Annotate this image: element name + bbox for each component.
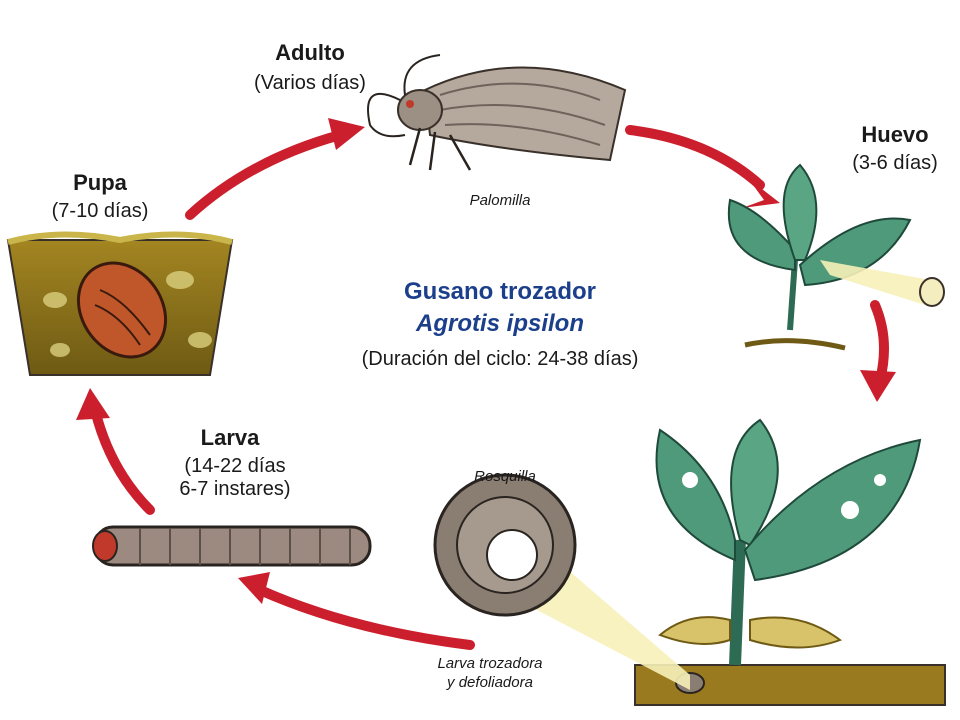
stage-title-adulto: Adulto (275, 40, 345, 65)
stage-duration-adulto: (Varios días) (254, 72, 366, 94)
stage-duration-pupa: (7-10 días) (51, 200, 149, 222)
arrowhead-pupa (76, 388, 110, 420)
caption-rosquilla: Rosquilla (474, 468, 536, 485)
arrowhead-huevo (742, 178, 780, 208)
stage-title-larva: Larva (200, 425, 260, 450)
caption-palomilla: Palomilla (469, 192, 531, 209)
arrow-pupa-to-adulto (185, 130, 345, 220)
cycle-arrows (90, 125, 889, 650)
caption-larva-trozadora-line2: y defoliadora (447, 674, 533, 691)
stage-title-huevo: Huevo (861, 122, 929, 147)
stage-title-pupa: Pupa (73, 170, 127, 195)
moth-illustration (367, 54, 627, 171)
arrowhead-adulto (328, 118, 365, 150)
rosquilla-illustration (433, 473, 577, 617)
center-cycle-duration: (Duración del ciclo: 24-38 días) (361, 348, 639, 370)
arrow-plant-to-larva (255, 585, 475, 650)
stage-duration-larva-line1: (14-22 días (184, 455, 286, 477)
young-plant-illustration (727, 163, 945, 351)
arrow-adulto-to-huevo (625, 125, 765, 190)
larva-illustration (92, 525, 372, 567)
stage-duration-huevo: (3-6 días) (852, 152, 938, 174)
arrowheads (76, 118, 896, 604)
center-scientific-name: Agrotis ipsilon (416, 310, 584, 337)
arrowhead-larva-plant (860, 370, 896, 402)
arrow-larva-to-pupa (90, 405, 155, 515)
caption-larva-trozadora-line1: Larva trozadora (437, 655, 543, 672)
arrow-huevo-to-larva-plant (870, 300, 889, 385)
pupa-soil-illustration (6, 231, 234, 376)
center-title: Gusano trozador (403, 278, 596, 305)
arrowhead-larva (238, 572, 270, 604)
stage-duration-larva-line2: 6-7 instares) (179, 478, 291, 500)
